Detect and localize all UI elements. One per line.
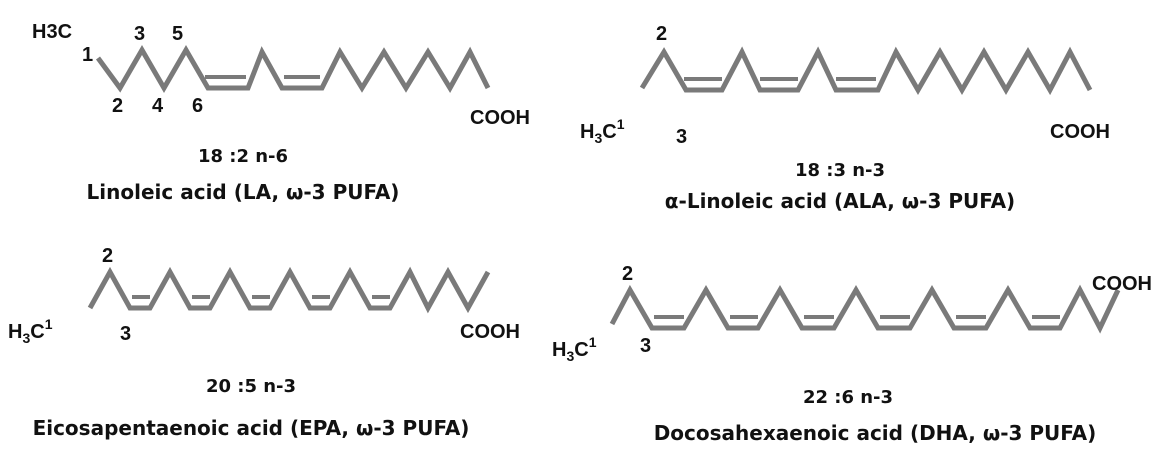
la-carbon-3: 3 (134, 23, 145, 45)
la-name: Linoleic acid (LA, ω-3 PUFA) (87, 180, 400, 204)
epa-carbon-3: 3 (120, 323, 131, 345)
ala-terminal-group: COOH (1050, 121, 1110, 143)
la-carbon-6: 6 (192, 95, 203, 117)
la-carbon-2: 2 (112, 95, 123, 117)
ala-carbon-chain (639, 46, 1093, 96)
epa-terminal-group: COOH (460, 321, 520, 343)
panel-linoleic-acid: H3C 1 2 3 4 5 6 COOH 18 :2 n-6 Linoleic … (32, 21, 530, 204)
panel-eicosapentaenoic-acid: H3C1 2 3 COOH 20 :5 n-3 Eicosapentaenoic… (8, 245, 520, 440)
la-carbon-chain (95, 45, 491, 93)
dha-carbon-2: 2 (622, 263, 633, 285)
la-methyl-label: H3C (32, 21, 72, 43)
ala-carbon-3: 3 (676, 126, 687, 148)
la-carbon-1: 1 (82, 44, 93, 66)
dha-name: Docosahexaenoic acid (DHA, ω-3 PUFA) (654, 421, 1097, 445)
ala-name: α-Linoleic acid (ALA, ω-3 PUFA) (665, 189, 1015, 213)
epa-carbon-chain (87, 266, 491, 314)
panel-docosahexaenoic-acid: H3C1 2 3 COOH 22 :6 n-3 Docosahexaenoic … (552, 263, 1152, 445)
dha-terminal-group: COOH (1092, 273, 1152, 295)
dha-formula: 22 :6 n-3 (803, 387, 893, 408)
ala-carbon-2: 2 (656, 23, 667, 45)
la-carbon-5: 5 (172, 23, 183, 45)
epa-name: Eicosapentaenoic acid (EPA, ω-3 PUFA) (33, 416, 470, 440)
panel-alpha-linoleic-acid: H3C1 2 3 COOH 18 :3 n-3 α-Linoleic acid … (580, 23, 1110, 213)
epa-formula: 20 :5 n-3 (206, 376, 296, 397)
dha-carbon-3: 3 (640, 335, 651, 357)
epa-carbon-2: 2 (102, 245, 113, 267)
la-formula: 18 :2 n-6 (198, 146, 288, 167)
ala-formula: 18 :3 n-3 (795, 160, 885, 181)
la-terminal-group: COOH (470, 107, 530, 129)
dha-methyl-label: H3C1 (552, 334, 597, 364)
epa-methyl-label: H3C1 (8, 316, 53, 346)
dha-carbon-chain (609, 284, 1121, 334)
ala-methyl-label: H3C1 (580, 116, 625, 146)
la-carbon-4: 4 (152, 95, 164, 117)
